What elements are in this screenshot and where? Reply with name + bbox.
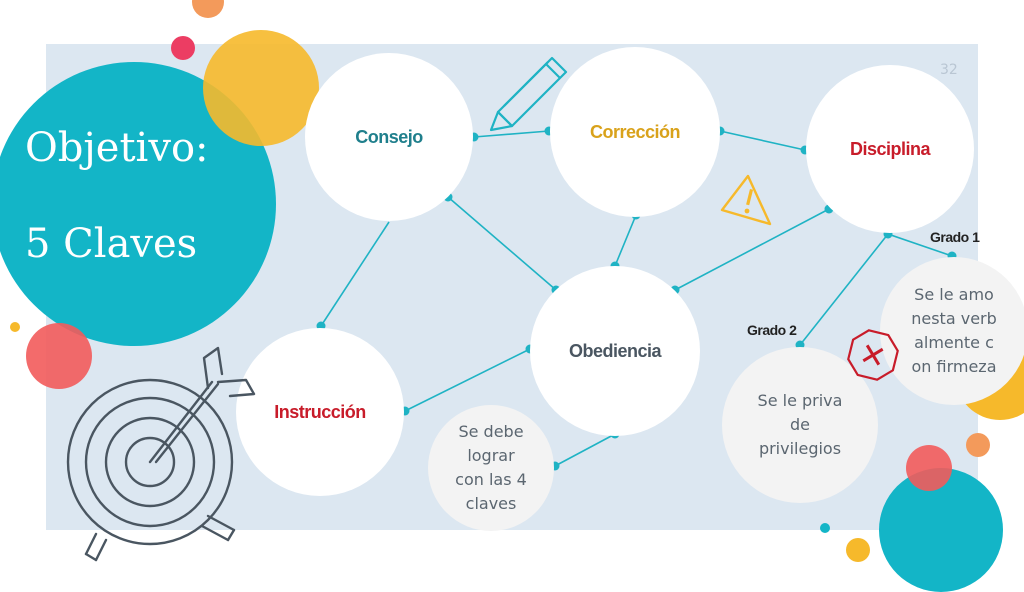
node-disciplina: Disciplina: [806, 65, 974, 233]
node-instruccion: Instrucción: [236, 328, 404, 496]
node-correccion: Corrección: [550, 47, 720, 217]
note-grade1: Se le amonesta verbalmente con firmeza: [880, 257, 1024, 405]
note-grade2-text: Se le priva de privilegios: [757, 391, 843, 458]
node-obediencia-label: Obediencia: [568, 340, 662, 361]
deco-teal-dot-bottom: [820, 523, 830, 533]
slide-title: Objetivo: 5 Claves: [25, 124, 265, 268]
note-four-keys: Se debe lograr con las 4 claves: [428, 405, 554, 531]
node-consejo-label: Consejo: [355, 126, 423, 147]
octagon-x-icon: [847, 329, 899, 381]
deco-orange-circle-top: [192, 0, 224, 18]
node-correccion-label: Corrección: [589, 121, 681, 142]
deco-yellow-dot-bottom: [846, 538, 870, 562]
deco-teal-circle-bottom: [879, 468, 1003, 592]
deco-coral-circle-bottom: [906, 445, 952, 491]
deco-pink-dot: [171, 36, 195, 60]
note-grade1-text: Se le amonesta verbalmente con firmeza: [911, 285, 997, 376]
node-disciplina-label: Disciplina: [849, 138, 931, 159]
title-line-1: Objetivo:: [25, 125, 209, 171]
pencil-icon: [489, 56, 568, 132]
deco-orange-dot-right: [966, 433, 990, 457]
node-consejo: Consejo: [305, 53, 473, 221]
grade-1-label: Grado 1: [930, 229, 980, 245]
deco-yellow-dot-left: [10, 322, 20, 332]
note-four-keys-text: Se debe lograr con las 4 claves: [455, 422, 527, 513]
deco-yellow-circle: [203, 30, 319, 146]
page-number: 32: [940, 62, 958, 78]
node-instruccion-label: Instrucción: [274, 401, 366, 422]
target-icon: [66, 346, 256, 562]
deco-coral-circle-left: [26, 323, 92, 389]
note-grade2: Se le priva de privilegios: [722, 347, 878, 503]
warning-icon: [720, 174, 772, 226]
grade-2-label: Grado 2: [747, 322, 797, 338]
title-line-2: 5 Claves: [25, 221, 198, 267]
node-obediencia: Obediencia: [530, 266, 700, 436]
